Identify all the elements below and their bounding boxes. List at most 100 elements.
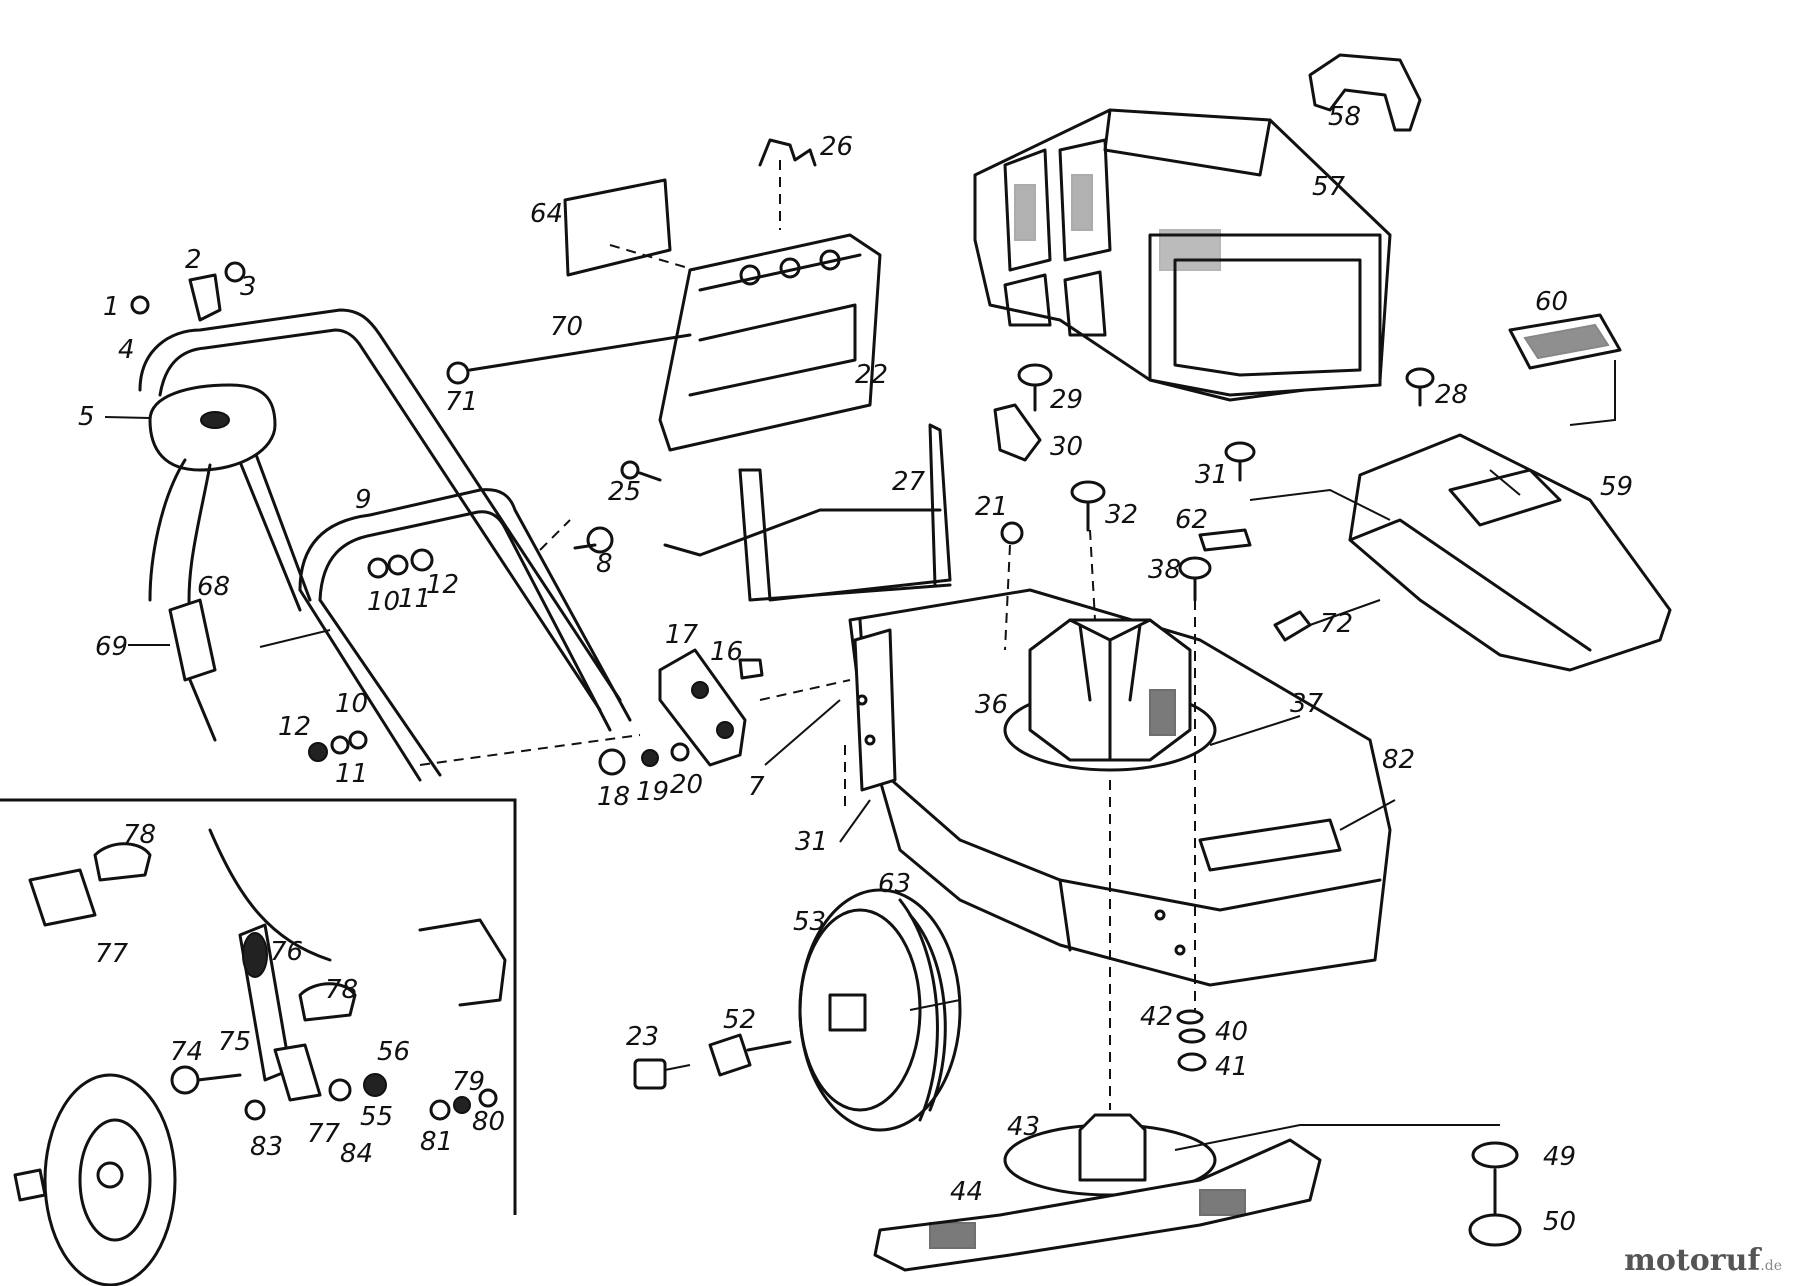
label-5: 5 [78, 402, 95, 432]
label-21: 21 [975, 492, 1008, 522]
label-22: 22 [855, 360, 888, 390]
label-40: 40 [1215, 1017, 1248, 1047]
label-74: 74 [170, 1037, 203, 1067]
label-75: 75 [218, 1027, 251, 1057]
label-23: 23 [626, 1022, 659, 1052]
cutting-blade [873, 1138, 1322, 1272]
label-55: 55 [360, 1102, 393, 1132]
label-41: 41 [1215, 1052, 1248, 1082]
switch-box [148, 383, 277, 742]
label-2: 2 [185, 245, 202, 275]
label-26: 26 [820, 132, 853, 162]
filter-insert [1508, 313, 1622, 370]
label-31-lower: 31 [795, 827, 828, 857]
motor-cover [1348, 433, 1672, 672]
label-31-upper: 31 [1195, 460, 1228, 490]
label-53: 53 [793, 907, 826, 937]
watermark-suffix: .de [1760, 1258, 1782, 1274]
label-44: 44 [950, 1177, 983, 1207]
label-49: 49 [1543, 1142, 1576, 1172]
label-20: 20 [670, 770, 703, 800]
mower-deck [848, 588, 1392, 987]
label-81: 81 [420, 1127, 453, 1157]
small-plate [1198, 528, 1252, 552]
label-27: 27 [892, 467, 926, 497]
label-12-upper: 12 [426, 570, 459, 600]
label-17: 17 [665, 620, 699, 650]
label-11-lower: 11 [335, 759, 368, 789]
nut-stack [1176, 1009, 1207, 1072]
label-82: 82 [1382, 745, 1415, 775]
label-plate [563, 178, 672, 277]
washer-group-upper [367, 548, 434, 579]
label-12-lower: 12 [278, 712, 311, 742]
spring [758, 138, 817, 167]
blade-bolt [1468, 1141, 1522, 1247]
label-72: 72 [1320, 609, 1353, 639]
catcher-handle [1308, 53, 1422, 132]
label-37: 37 [1290, 689, 1324, 719]
label-29: 29 [1050, 385, 1083, 415]
label-18: 18 [597, 782, 630, 812]
label-59: 59 [1600, 472, 1633, 502]
label-7: 7 [748, 772, 765, 802]
label-57: 57 [1312, 172, 1346, 202]
label-52: 52 [723, 1005, 756, 1035]
label-84: 84 [340, 1139, 373, 1169]
label-30: 30 [1050, 432, 1083, 462]
label-62: 62 [1175, 505, 1208, 535]
label-78-upper: 78 [123, 820, 156, 850]
watermark-brand: motoruf [1624, 1243, 1761, 1278]
label-77-upper: 77 [95, 939, 129, 969]
label-60: 60 [1535, 287, 1568, 317]
site-watermark: motoruf.de [1624, 1243, 1782, 1278]
label-38: 38 [1148, 555, 1181, 585]
label-56: 56 [377, 1037, 410, 1067]
push-handle [138, 308, 632, 782]
label-11-upper: 11 [398, 584, 431, 614]
axle-bolt [708, 1033, 792, 1077]
assembly-guide-lines [419, 160, 1196, 1110]
blade-carrier [1003, 1113, 1217, 1197]
label-70: 70 [550, 312, 583, 342]
label-50: 50 [1543, 1207, 1576, 1237]
handle-clamp [130, 261, 246, 322]
label-9: 9 [355, 485, 372, 515]
label-16: 16 [710, 637, 743, 667]
label-68: 68 [197, 572, 230, 602]
axle-rod [446, 333, 692, 385]
label-19: 19 [636, 777, 669, 807]
washer-group-lower [308, 730, 368, 762]
label-78-lower: 78 [325, 975, 358, 1005]
inset-detail [0, 798, 517, 1286]
label-10-upper: 10 [367, 587, 400, 617]
label-71: 71 [445, 387, 478, 417]
wheel [798, 888, 962, 1132]
label-63: 63 [878, 869, 911, 899]
label-79: 79 [452, 1067, 485, 1097]
wheel-cap [633, 1058, 667, 1090]
flap-bracket [663, 423, 952, 602]
label-69: 69 [95, 632, 128, 662]
pivot-bracket [598, 648, 764, 776]
label-32: 32 [1105, 500, 1138, 530]
part-labels: 1 2 3 4 5 7 8 9 10 11 12 12 10 11 16 17 … [78, 102, 1633, 1237]
label-25: 25 [608, 477, 641, 507]
motor-clip [993, 403, 1042, 462]
label-36: 36 [975, 690, 1008, 720]
label-83: 83 [250, 1132, 283, 1162]
label-3: 3 [240, 272, 257, 302]
leader-lines [104, 360, 1616, 1151]
motor [1003, 618, 1217, 772]
latch [1273, 610, 1312, 642]
label-8: 8 [596, 549, 613, 579]
label-10-lower: 10 [335, 689, 368, 719]
label-76: 76 [270, 937, 303, 967]
label-1: 1 [103, 292, 120, 322]
rear-flap [658, 233, 882, 452]
label-4: 4 [118, 335, 135, 365]
label-77-lower: 77 [307, 1119, 341, 1149]
label-58: 58 [1328, 102, 1361, 132]
screws [573, 363, 1435, 602]
